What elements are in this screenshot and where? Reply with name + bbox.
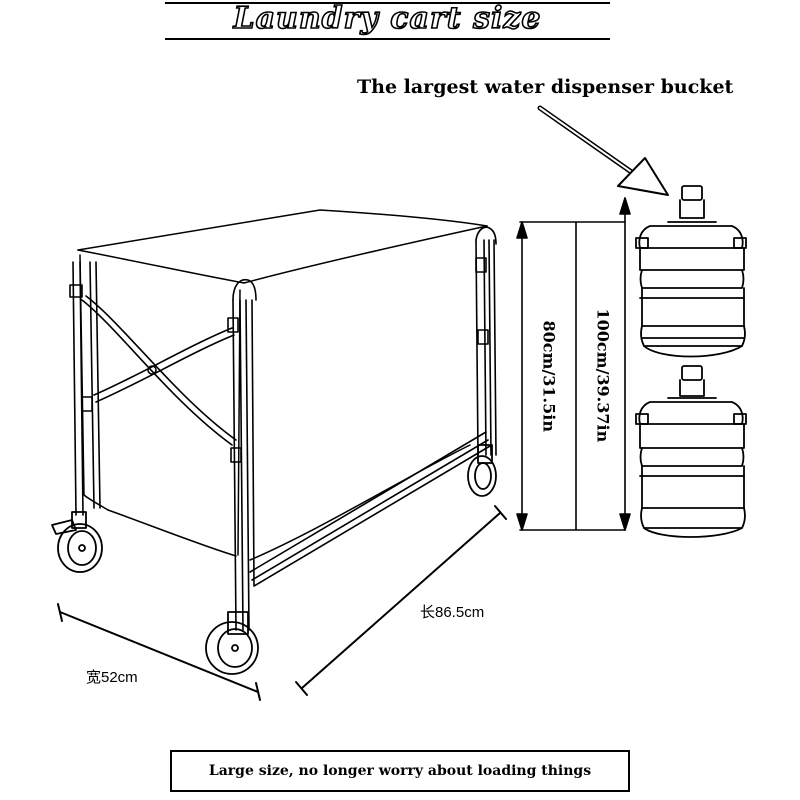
bucket-annotation: The largest water dispenser bucket — [357, 76, 734, 98]
cart-frame — [69, 226, 497, 631]
cart-height-dimension — [516, 221, 626, 531]
cart-wheels — [51, 444, 497, 675]
annotation-arrow — [537, 105, 669, 196]
total-height-dimension — [619, 197, 631, 531]
total-height-label: 100cm/39.37in — [593, 308, 613, 443]
length-dimension-line — [295, 505, 507, 696]
width-label: 宽52cm — [86, 669, 138, 686]
title-banner: Laundry cart size — [165, 0, 610, 42]
length-label: 长86.5cm — [420, 604, 485, 621]
footer-banner: Large size, no longer worry about loadin… — [170, 750, 630, 792]
cart-height-label: 80cm/31.5in — [539, 320, 559, 432]
cart-bag — [77, 209, 488, 561]
footer-text: Large size, no longer worry about loadin… — [208, 763, 592, 779]
water-bucket-top — [635, 185, 747, 358]
title-bottom-rule — [165, 38, 610, 40]
page-title: Laundry cart size — [233, 0, 542, 37]
width-dimension-line — [57, 603, 261, 701]
title-top-rule — [165, 2, 610, 4]
water-bucket-bottom — [635, 365, 747, 538]
